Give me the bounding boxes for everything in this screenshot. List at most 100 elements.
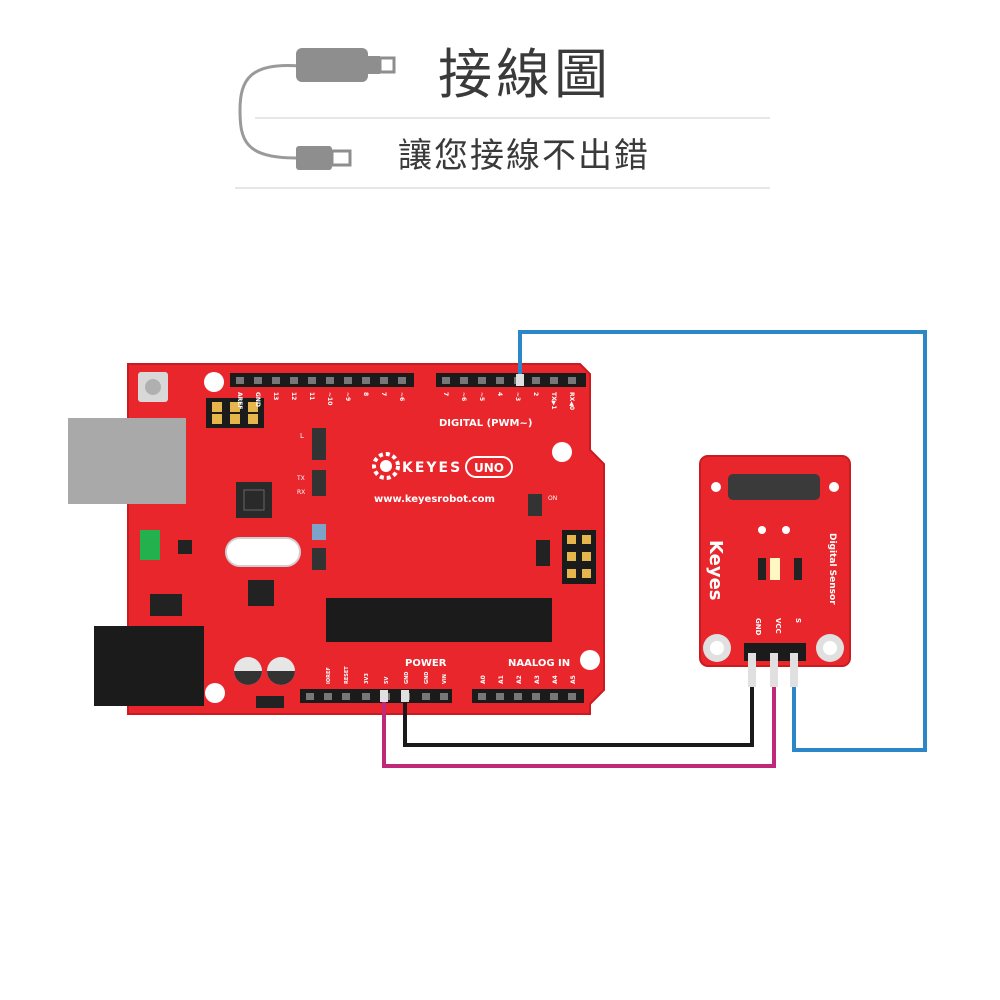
rx-label: RX	[297, 489, 305, 496]
tx-label: TX	[296, 475, 305, 482]
usb-port	[68, 418, 186, 504]
icsp-header-1	[206, 398, 264, 428]
pin-hole	[514, 693, 522, 700]
pin-label: ~6	[398, 392, 405, 401]
pin-label: ~5	[478, 392, 485, 401]
pin-hole	[254, 377, 262, 384]
digital-label: DIGITAL (PWM~)	[439, 418, 532, 429]
reed-switch	[728, 474, 820, 500]
pin-hole	[422, 693, 430, 700]
pin-hole	[532, 377, 540, 384]
pin-hole	[290, 377, 298, 384]
wire-signal	[518, 330, 927, 752]
page-subtitle: 讓您接線不出錯	[398, 136, 650, 176]
pin-label: A5	[570, 675, 577, 684]
pin-label: GND	[404, 672, 410, 684]
pin-label: 11	[308, 392, 315, 400]
power-jack	[94, 626, 204, 706]
pin-label: TX▶1	[550, 392, 557, 410]
pin-hole	[460, 377, 468, 384]
pin-hole	[344, 377, 352, 384]
wires	[380, 330, 927, 768]
analog-label: NAALOG IN	[508, 658, 570, 669]
pin-hole	[496, 693, 504, 700]
usb-chip	[236, 482, 272, 518]
pin-hole	[568, 377, 576, 384]
pin-hole	[326, 377, 334, 384]
wire-power	[382, 653, 776, 768]
pin-label: 3V3	[364, 673, 370, 684]
green-component	[140, 530, 160, 560]
pin-label: 5V	[384, 677, 390, 684]
wire-ground	[403, 653, 754, 747]
pin-hole	[324, 693, 332, 700]
pin-label: GND	[254, 392, 261, 407]
pin-hole	[496, 377, 504, 384]
regulator	[150, 594, 182, 616]
pin-hole	[306, 693, 314, 700]
board-url: www.keyesrobot.com	[374, 494, 495, 505]
arduino-board: KEYES UNO www.keyesrobot.com DIGITAL (PW…	[68, 363, 605, 715]
power-header	[300, 689, 452, 703]
pin-label: A3	[534, 675, 541, 684]
usb-cable-icon	[235, 48, 770, 189]
pin-hole	[342, 693, 350, 700]
pin-hole	[478, 377, 486, 384]
pin-label: ~6	[460, 392, 467, 401]
pin-label: AREF	[236, 392, 243, 409]
pin-label: VIN	[442, 674, 448, 684]
page-title: 接線圖	[438, 43, 612, 106]
pin-hole	[442, 377, 450, 384]
pin-label: ~9	[344, 392, 351, 401]
pin-label: 4	[496, 392, 503, 396]
analog-header	[472, 689, 584, 703]
sensor-pin-label: VCC	[774, 618, 782, 634]
pin-label: A4	[552, 675, 559, 684]
pin-hole	[550, 693, 558, 700]
pin-hole	[440, 693, 448, 700]
pin-label: A1	[498, 675, 505, 684]
pin-label: A0	[480, 675, 487, 684]
pin-label: 7	[442, 392, 449, 396]
pin-label: ~3	[514, 392, 521, 401]
board-model: UNO	[474, 461, 504, 475]
icsp-header-2	[562, 530, 596, 584]
pin-hole	[568, 693, 576, 700]
on-label: ON	[548, 495, 557, 502]
sensor-module: Keyes Digital Sensor GND VCC S	[699, 455, 851, 667]
crystal	[225, 537, 301, 567]
digital-header-2	[436, 373, 586, 387]
pin-label: 12	[290, 392, 297, 400]
pin-hole	[362, 377, 370, 384]
pin-hole	[380, 377, 388, 384]
pin-hole	[532, 693, 540, 700]
pin-label: 7	[380, 392, 387, 396]
pin-label: 8	[362, 392, 369, 396]
pin-hole	[478, 693, 486, 700]
l-label: L	[300, 432, 304, 440]
sensor-pin-label: GND	[754, 618, 762, 636]
pin-label: GND	[424, 672, 430, 684]
pin-hole	[362, 693, 370, 700]
keyes-gear-icon	[372, 452, 400, 480]
pin-hole	[236, 377, 244, 384]
sensor-name: Digital Sensor	[827, 533, 837, 605]
pin-label: 13	[272, 392, 279, 400]
pin-label: RX◀0	[568, 392, 575, 410]
sensor-brand: Keyes	[705, 540, 726, 601]
pin-label: RESET	[344, 666, 350, 684]
pin-hole	[550, 377, 558, 384]
pin-hole	[398, 377, 406, 384]
sensor-pin-label: S	[794, 618, 802, 623]
pin-label: ~10	[326, 392, 333, 405]
pin-label: IOREF	[326, 667, 332, 684]
pin-hole	[272, 377, 280, 384]
board-brand: KEYES	[402, 460, 462, 476]
power-label: POWER	[405, 658, 447, 669]
pin-hole	[308, 377, 316, 384]
pin-label: 2	[532, 392, 539, 396]
atmega-chip	[326, 598, 552, 642]
pin-label: A2	[516, 675, 523, 684]
